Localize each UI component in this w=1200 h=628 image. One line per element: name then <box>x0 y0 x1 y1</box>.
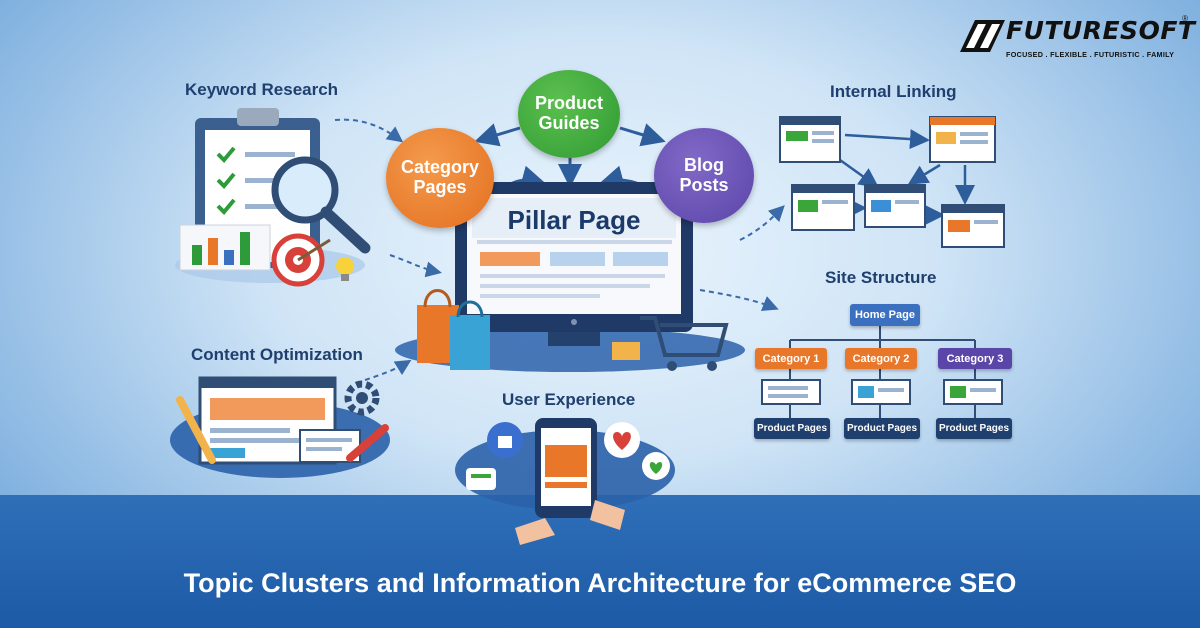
product-pages-node-1: Product Pages <box>754 418 830 439</box>
target-icon <box>271 233 331 287</box>
brand-name: FUTURESOFT <box>1006 16 1196 45</box>
brand-logo-mark <box>960 20 1005 52</box>
category-1-node: Category 1 <box>755 348 827 369</box>
blog-posts-label: Blog Posts <box>679 154 729 195</box>
brand-tagline: FOCUSED . FLEXIBLE . FUTURISTIC . FAMILY <box>1006 50 1175 59</box>
user-experience-label: User Experience <box>502 390 636 409</box>
magnifier-icon <box>271 156 371 254</box>
bar-chart-icon <box>179 224 271 271</box>
pencil-icon <box>176 396 389 464</box>
site-structure-label: Site Structure <box>825 268 937 287</box>
product-pages-node-3: Product Pages <box>936 418 1012 439</box>
product-guides-bubble: Product Guides <box>518 70 620 158</box>
category-pages-bubble: Category Pages <box>386 128 494 228</box>
thumbs-up-icon <box>487 422 523 458</box>
shopping-bag-icon <box>417 289 490 370</box>
footer-title: Topic Clusters and Information Architect… <box>183 568 1017 598</box>
content-optimization-label: Content Optimization <box>191 345 363 364</box>
site-tree-mini-pages <box>761 379 1003 405</box>
gear-icon <box>344 380 380 416</box>
home-page-node: Home Page <box>850 304 920 326</box>
brand-registered-mark: ® <box>1182 14 1188 23</box>
category-3-node: Category 3 <box>938 348 1012 369</box>
keyword-research-label: Keyword Research <box>185 80 339 99</box>
product-guides-label: Product Guides <box>534 93 603 133</box>
chat-icon <box>466 452 670 490</box>
shopping-cart-icon <box>612 316 729 371</box>
content-editor-illustration <box>170 376 390 478</box>
heart-icon <box>604 422 640 458</box>
brand-header: FUTURESOFT ® FOCUSED . FLEXIBLE . FUTURI… <box>946 14 1195 64</box>
product-pages-node-2: Product Pages <box>844 418 920 439</box>
pillar-page-title: Pillar Page <box>507 205 641 235</box>
linked-pages-diagram <box>779 116 1005 248</box>
blog-posts-bubble: Blog Posts <box>654 128 754 223</box>
lightbulb-icon <box>336 257 354 281</box>
internal-linking-label: Internal Linking <box>830 82 957 101</box>
category-2-node: Category 2 <box>845 348 917 369</box>
category-pages-label: Category Pages <box>400 157 480 197</box>
